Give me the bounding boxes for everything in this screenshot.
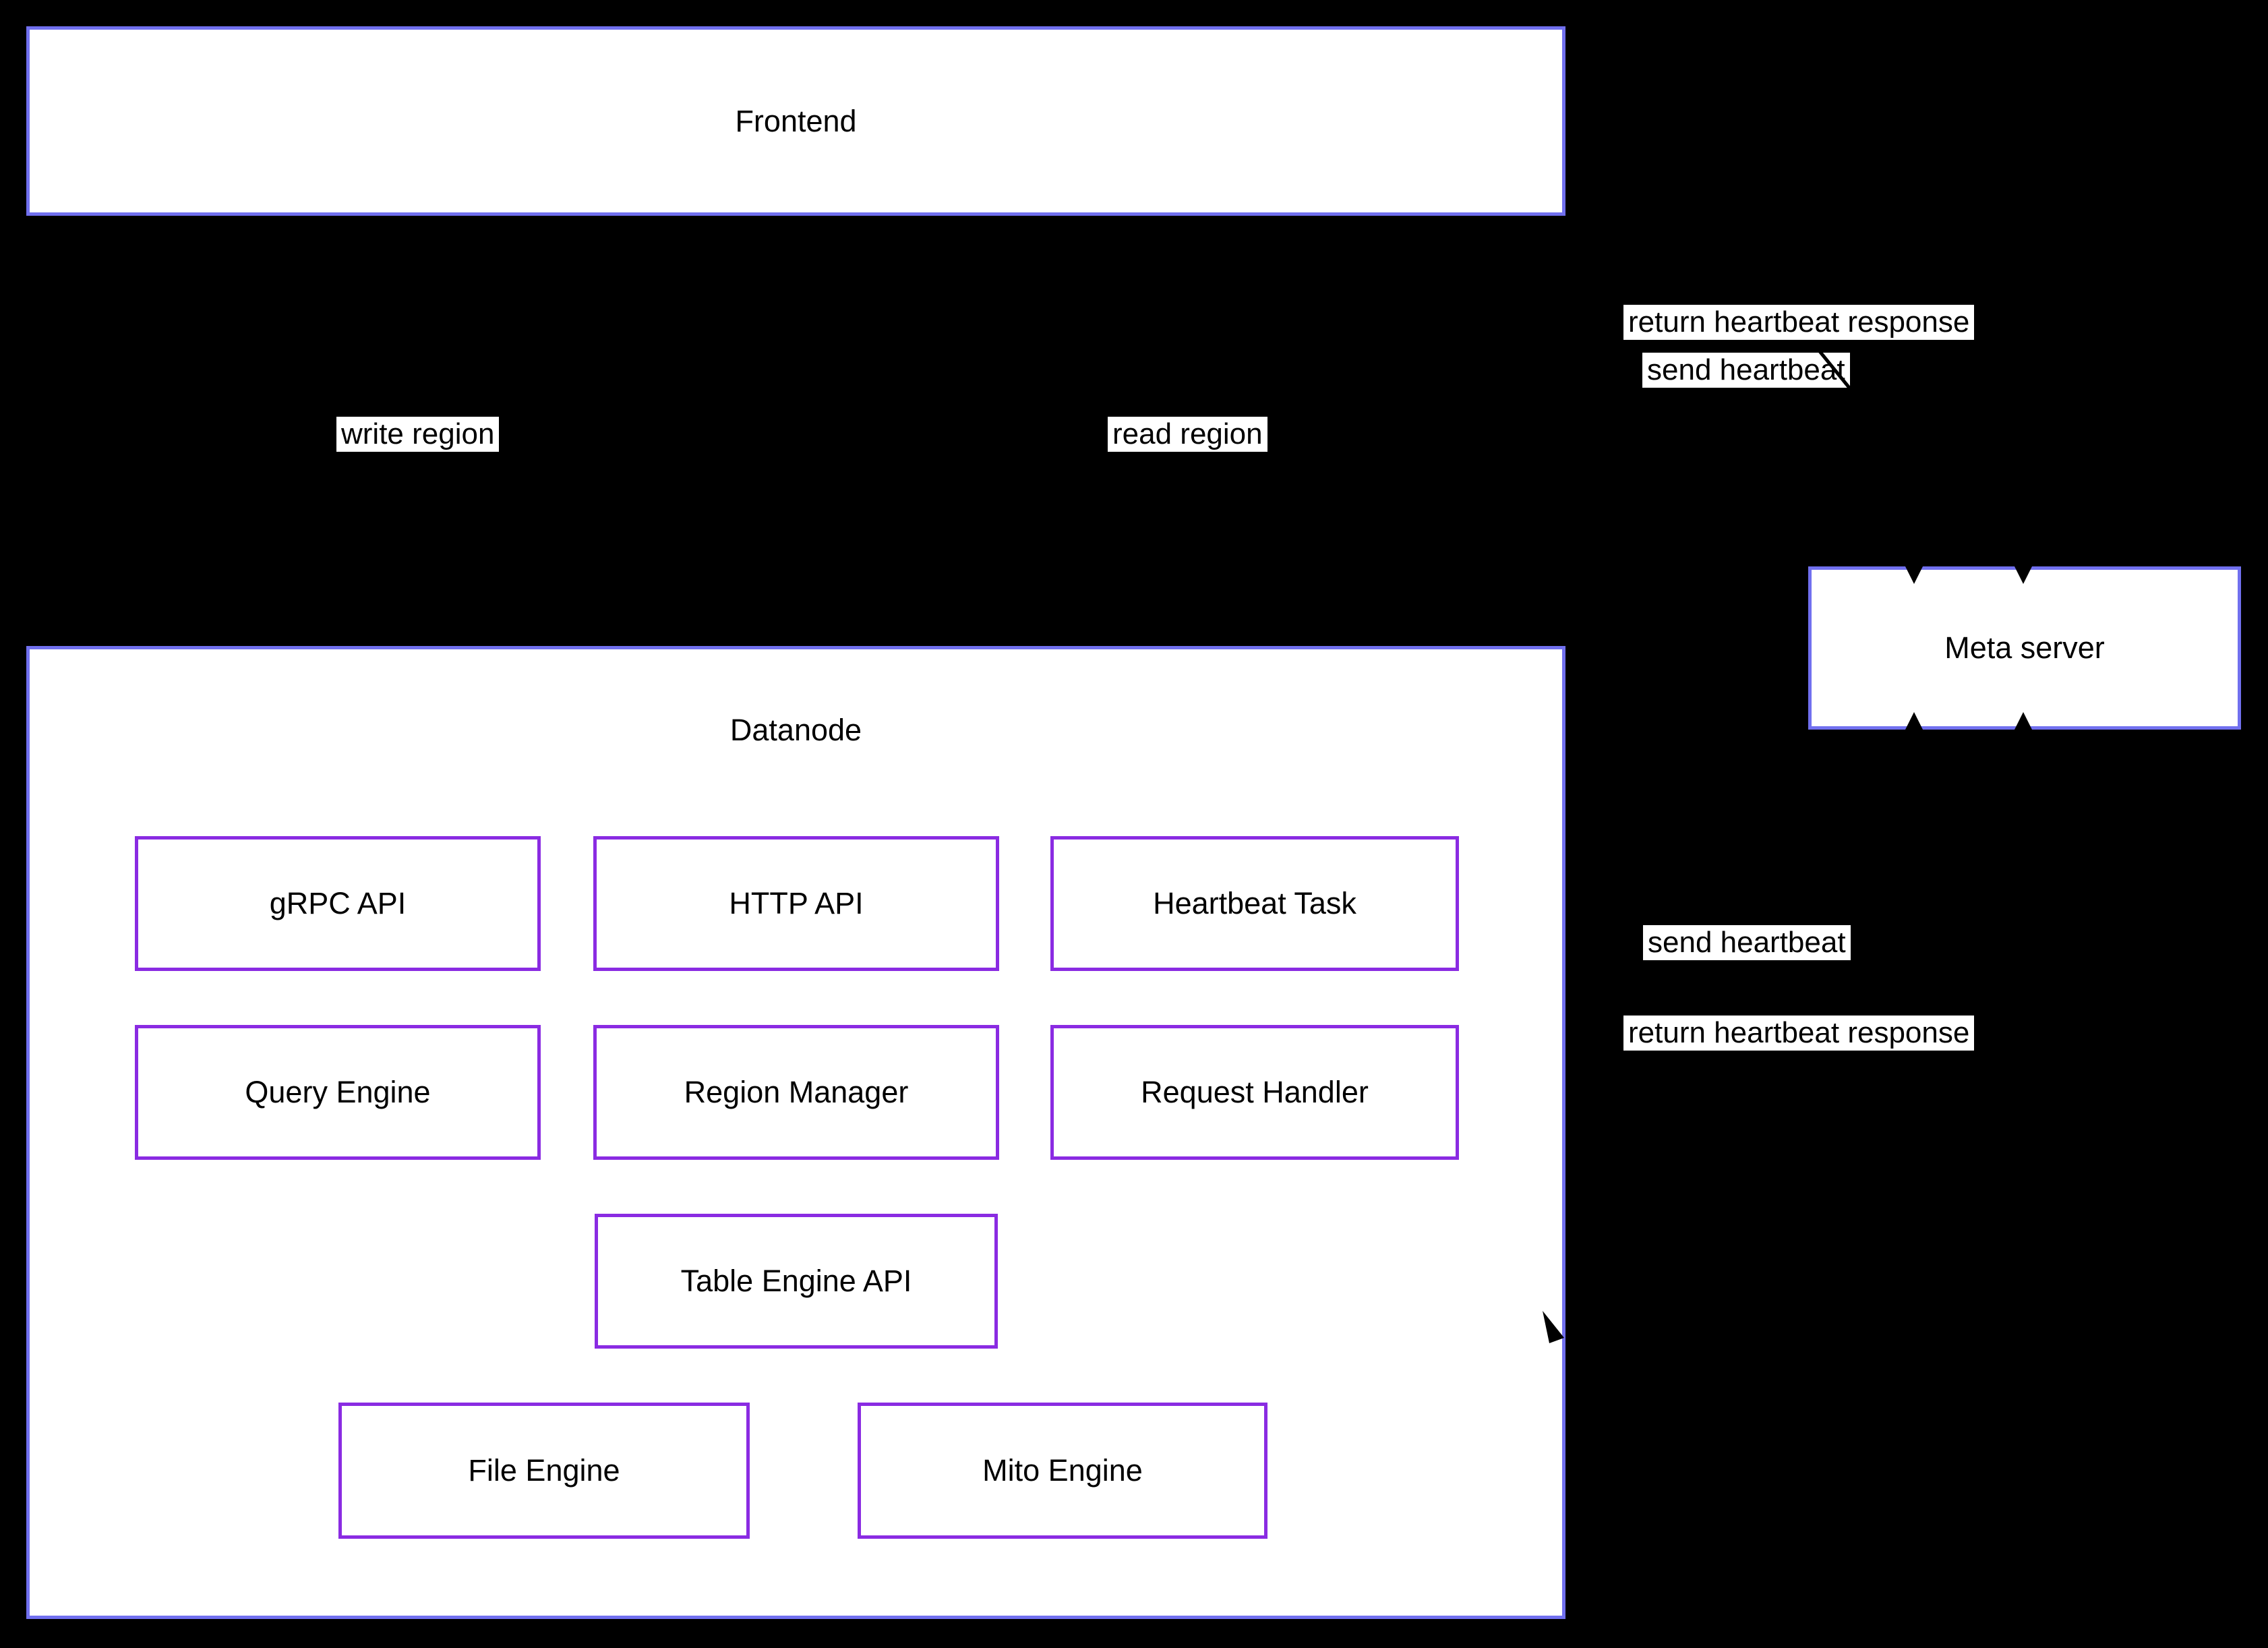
node-file-engine-label: File Engine [468,1453,620,1488]
edge-label-read-region: read region [1108,417,1267,452]
edge-label-write-region: write region [336,417,500,452]
node-mito-engine: Mito Engine [858,1403,1267,1539]
node-query-engine-label: Query Engine [245,1075,431,1110]
node-table-engine-api: Table Engine API [595,1214,998,1349]
node-frontend-label: Frontend [735,103,857,138]
node-datanode-label: Datanode [729,713,862,747]
edge-label-return-heartbeat-response-right: return heartbeat response [1623,1016,1975,1051]
node-meta-server: Meta server [1808,566,2241,730]
node-mito-engine-label: Mito Engine [982,1453,1143,1488]
node-request-handler-label: Request Handler [1141,1075,1369,1110]
node-grpc-api: gRPC API [135,836,541,971]
node-grpc-api-label: gRPC API [269,886,407,921]
node-table-engine-api-label: Table Engine API [680,1264,912,1299]
node-heartbeat-task-label: Heartbeat Task [1153,886,1356,921]
node-meta-server-label: Meta server [1944,630,2105,666]
edge-label-send-heartbeat-right: send heartbeat [1643,925,1851,960]
node-query-engine: Query Engine [135,1025,541,1160]
node-request-handler: Request Handler [1050,1025,1459,1160]
edge-label-send-heartbeat-top: send heartbeat [1642,353,1850,388]
node-region-manager-label: Region Manager [684,1075,909,1110]
edge-label-return-heartbeat-response-top: return heartbeat response [1623,305,1975,340]
node-http-api-label: HTTP API [729,886,864,921]
node-file-engine: File Engine [338,1403,750,1539]
node-http-api: HTTP API [593,836,999,971]
node-region-manager: Region Manager [593,1025,999,1160]
node-frontend: Frontend [26,26,1565,216]
node-heartbeat-task: Heartbeat Task [1050,836,1459,971]
